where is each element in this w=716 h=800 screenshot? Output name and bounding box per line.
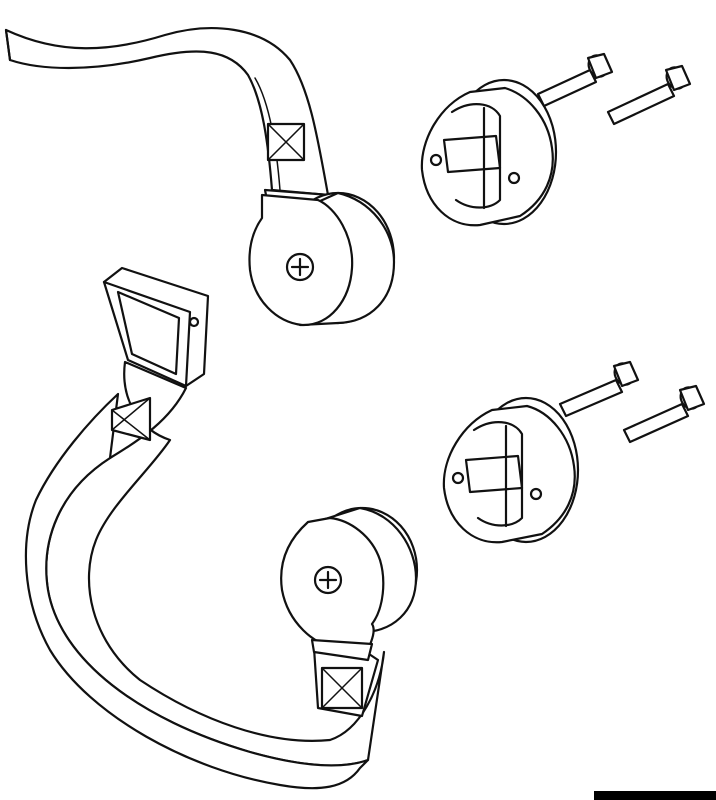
strap-upper xyxy=(4,27,335,212)
strap-lower xyxy=(24,360,386,790)
bolt xyxy=(606,64,692,126)
mount-base-upper xyxy=(420,78,558,227)
mount-base-lower xyxy=(442,396,580,544)
bolt xyxy=(558,360,640,418)
hub-with-screw-upper xyxy=(248,191,396,327)
bolt-pair-lower xyxy=(558,360,706,444)
hub-with-screw-lower xyxy=(280,506,419,662)
scale-bar xyxy=(594,791,716,800)
bolt-pair-upper xyxy=(536,52,692,126)
bolt xyxy=(622,384,706,444)
buckle-loop xyxy=(102,266,210,388)
bolt xyxy=(536,52,614,108)
